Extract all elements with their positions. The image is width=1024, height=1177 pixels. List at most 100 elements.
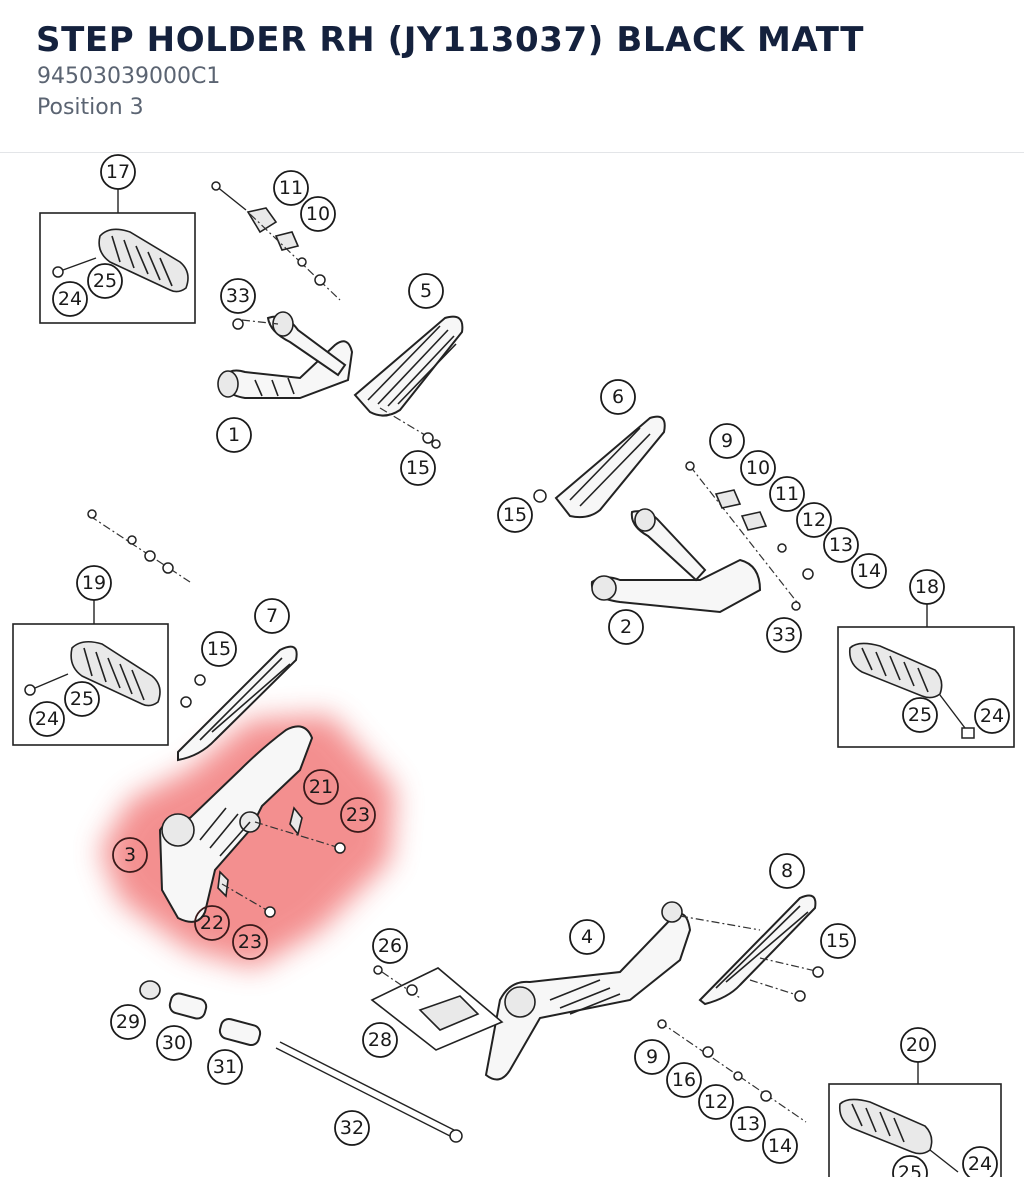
- callout-26[interactable]: 26: [372, 928, 408, 964]
- callout-number: 25: [908, 704, 932, 726]
- callout-19[interactable]: 19: [76, 565, 112, 601]
- callout-circle: [730, 1106, 766, 1142]
- callout-number: 15: [826, 930, 850, 952]
- callout-13[interactable]: 13: [730, 1106, 766, 1142]
- callout-3[interactable]: 3: [112, 837, 148, 873]
- callout-6[interactable]: 6: [600, 379, 636, 415]
- callout-number: 30: [162, 1032, 186, 1054]
- drawing-stroke: [274, 231, 300, 251]
- callout-18[interactable]: 18: [909, 569, 945, 605]
- callout-number: 13: [736, 1113, 760, 1135]
- callout-21[interactable]: 21: [303, 769, 339, 805]
- drawing-stroke: [272, 311, 294, 337]
- drawing-stroke: [689, 465, 801, 607]
- callout-circle: [569, 919, 605, 955]
- callout-number: 25: [898, 1162, 922, 1177]
- callout-7[interactable]: 7: [254, 598, 290, 634]
- callout-33[interactable]: 33: [766, 617, 802, 653]
- callout-20[interactable]: 20: [900, 1027, 936, 1063]
- callout-number: 15: [207, 638, 231, 660]
- callout-31[interactable]: 31: [207, 1049, 243, 1085]
- drawing-stroke: [87, 509, 97, 519]
- callout-22[interactable]: 22: [194, 905, 230, 941]
- callout-14[interactable]: 14: [762, 1128, 798, 1164]
- part-7-heel-plate: [87, 509, 298, 762]
- callout-15[interactable]: 15: [400, 450, 436, 486]
- drawing-stroke: [379, 407, 431, 439]
- drawing-stroke: [777, 543, 787, 553]
- callout-number: 9: [721, 430, 733, 452]
- callout-number: 14: [768, 1135, 792, 1157]
- callout-2[interactable]: 2: [608, 609, 644, 645]
- callout-25[interactable]: 25: [64, 681, 100, 717]
- drawing-stroke: [504, 986, 536, 1018]
- callout-number: 20: [906, 1034, 930, 1056]
- callout-24[interactable]: 24: [29, 701, 65, 737]
- drawing-stroke: [802, 568, 814, 580]
- callout-12[interactable]: 12: [698, 1084, 734, 1120]
- hardware-group-bottom: [657, 1019, 807, 1123]
- callout-4[interactable]: 4: [569, 919, 605, 955]
- drawing-stroke: [217, 370, 239, 398]
- callout-33[interactable]: 33: [220, 278, 256, 314]
- callout-number: 10: [306, 203, 330, 225]
- callout-25[interactable]: 25: [892, 1155, 928, 1177]
- callout-8[interactable]: 8: [769, 853, 805, 889]
- callout-16[interactable]: 16: [666, 1062, 702, 1098]
- callout-1[interactable]: 1: [216, 417, 252, 453]
- drawing-stroke: [861, 647, 929, 693]
- callout-circle: [892, 1155, 928, 1177]
- callout-23[interactable]: 23: [232, 924, 268, 960]
- drawing-stroke: [733, 1071, 743, 1081]
- callout-13[interactable]: 13: [823, 527, 859, 563]
- callout-15[interactable]: 15: [820, 923, 856, 959]
- part-number: 94503039000C1: [37, 64, 221, 89]
- callout-number: 13: [829, 534, 853, 556]
- drawing-stroke: [254, 821, 341, 849]
- callout-11[interactable]: 11: [769, 476, 805, 512]
- drawing-stroke: [791, 601, 801, 611]
- callout-9[interactable]: 9: [709, 423, 745, 459]
- callout-10[interactable]: 10: [300, 196, 336, 232]
- position-label: Position 3: [37, 95, 144, 120]
- drawing-stroke: [715, 905, 809, 989]
- callout-10[interactable]: 10: [740, 450, 776, 486]
- callout-24[interactable]: 24: [974, 698, 1010, 734]
- callout-circle: [112, 837, 148, 873]
- callout-circle: [408, 273, 444, 309]
- callout-28[interactable]: 28: [362, 1022, 398, 1058]
- callout-25[interactable]: 25: [902, 697, 938, 733]
- callout-15[interactable]: 15: [497, 497, 533, 533]
- drawing-stroke: [569, 427, 651, 507]
- drawing-stroke: [961, 727, 975, 739]
- drawing-stroke: [749, 979, 801, 997]
- callout-17[interactable]: 17: [100, 154, 136, 190]
- callout-9[interactable]: 9: [634, 1039, 670, 1075]
- callout-24[interactable]: 24: [52, 281, 88, 317]
- callout-12[interactable]: 12: [796, 502, 832, 538]
- page-title: STEP HOLDER RH (JY113037) BLACK MATT: [36, 20, 865, 60]
- callout-14[interactable]: 14: [851, 553, 887, 589]
- drawing-stroke: [83, 647, 145, 701]
- part-5-heel-plate: [353, 315, 464, 449]
- callout-15[interactable]: 15: [201, 631, 237, 667]
- callout-32[interactable]: 32: [334, 1110, 370, 1146]
- drawing-stroke: [221, 883, 271, 913]
- callout-25[interactable]: 25: [87, 263, 123, 299]
- callout-circle: [273, 170, 309, 206]
- drawing-stroke: [591, 575, 617, 601]
- drawing-stroke: [279, 1041, 455, 1131]
- drawing-stroke: [590, 558, 762, 614]
- callout-circle: [962, 1146, 998, 1177]
- drawing-stroke: [89, 515, 191, 583]
- callout-5[interactable]: 5: [408, 273, 444, 309]
- callout-number: 33: [772, 624, 796, 646]
- callout-24[interactable]: 24: [962, 1146, 998, 1177]
- callout-29[interactable]: 29: [110, 1004, 146, 1040]
- drawing-stroke: [702, 1046, 714, 1058]
- callout-30[interactable]: 30: [156, 1025, 192, 1061]
- callout-23[interactable]: 23: [340, 797, 376, 833]
- callout-11[interactable]: 11: [273, 170, 309, 206]
- callout-circle: [666, 1062, 702, 1098]
- drawing-stroke: [659, 1021, 807, 1123]
